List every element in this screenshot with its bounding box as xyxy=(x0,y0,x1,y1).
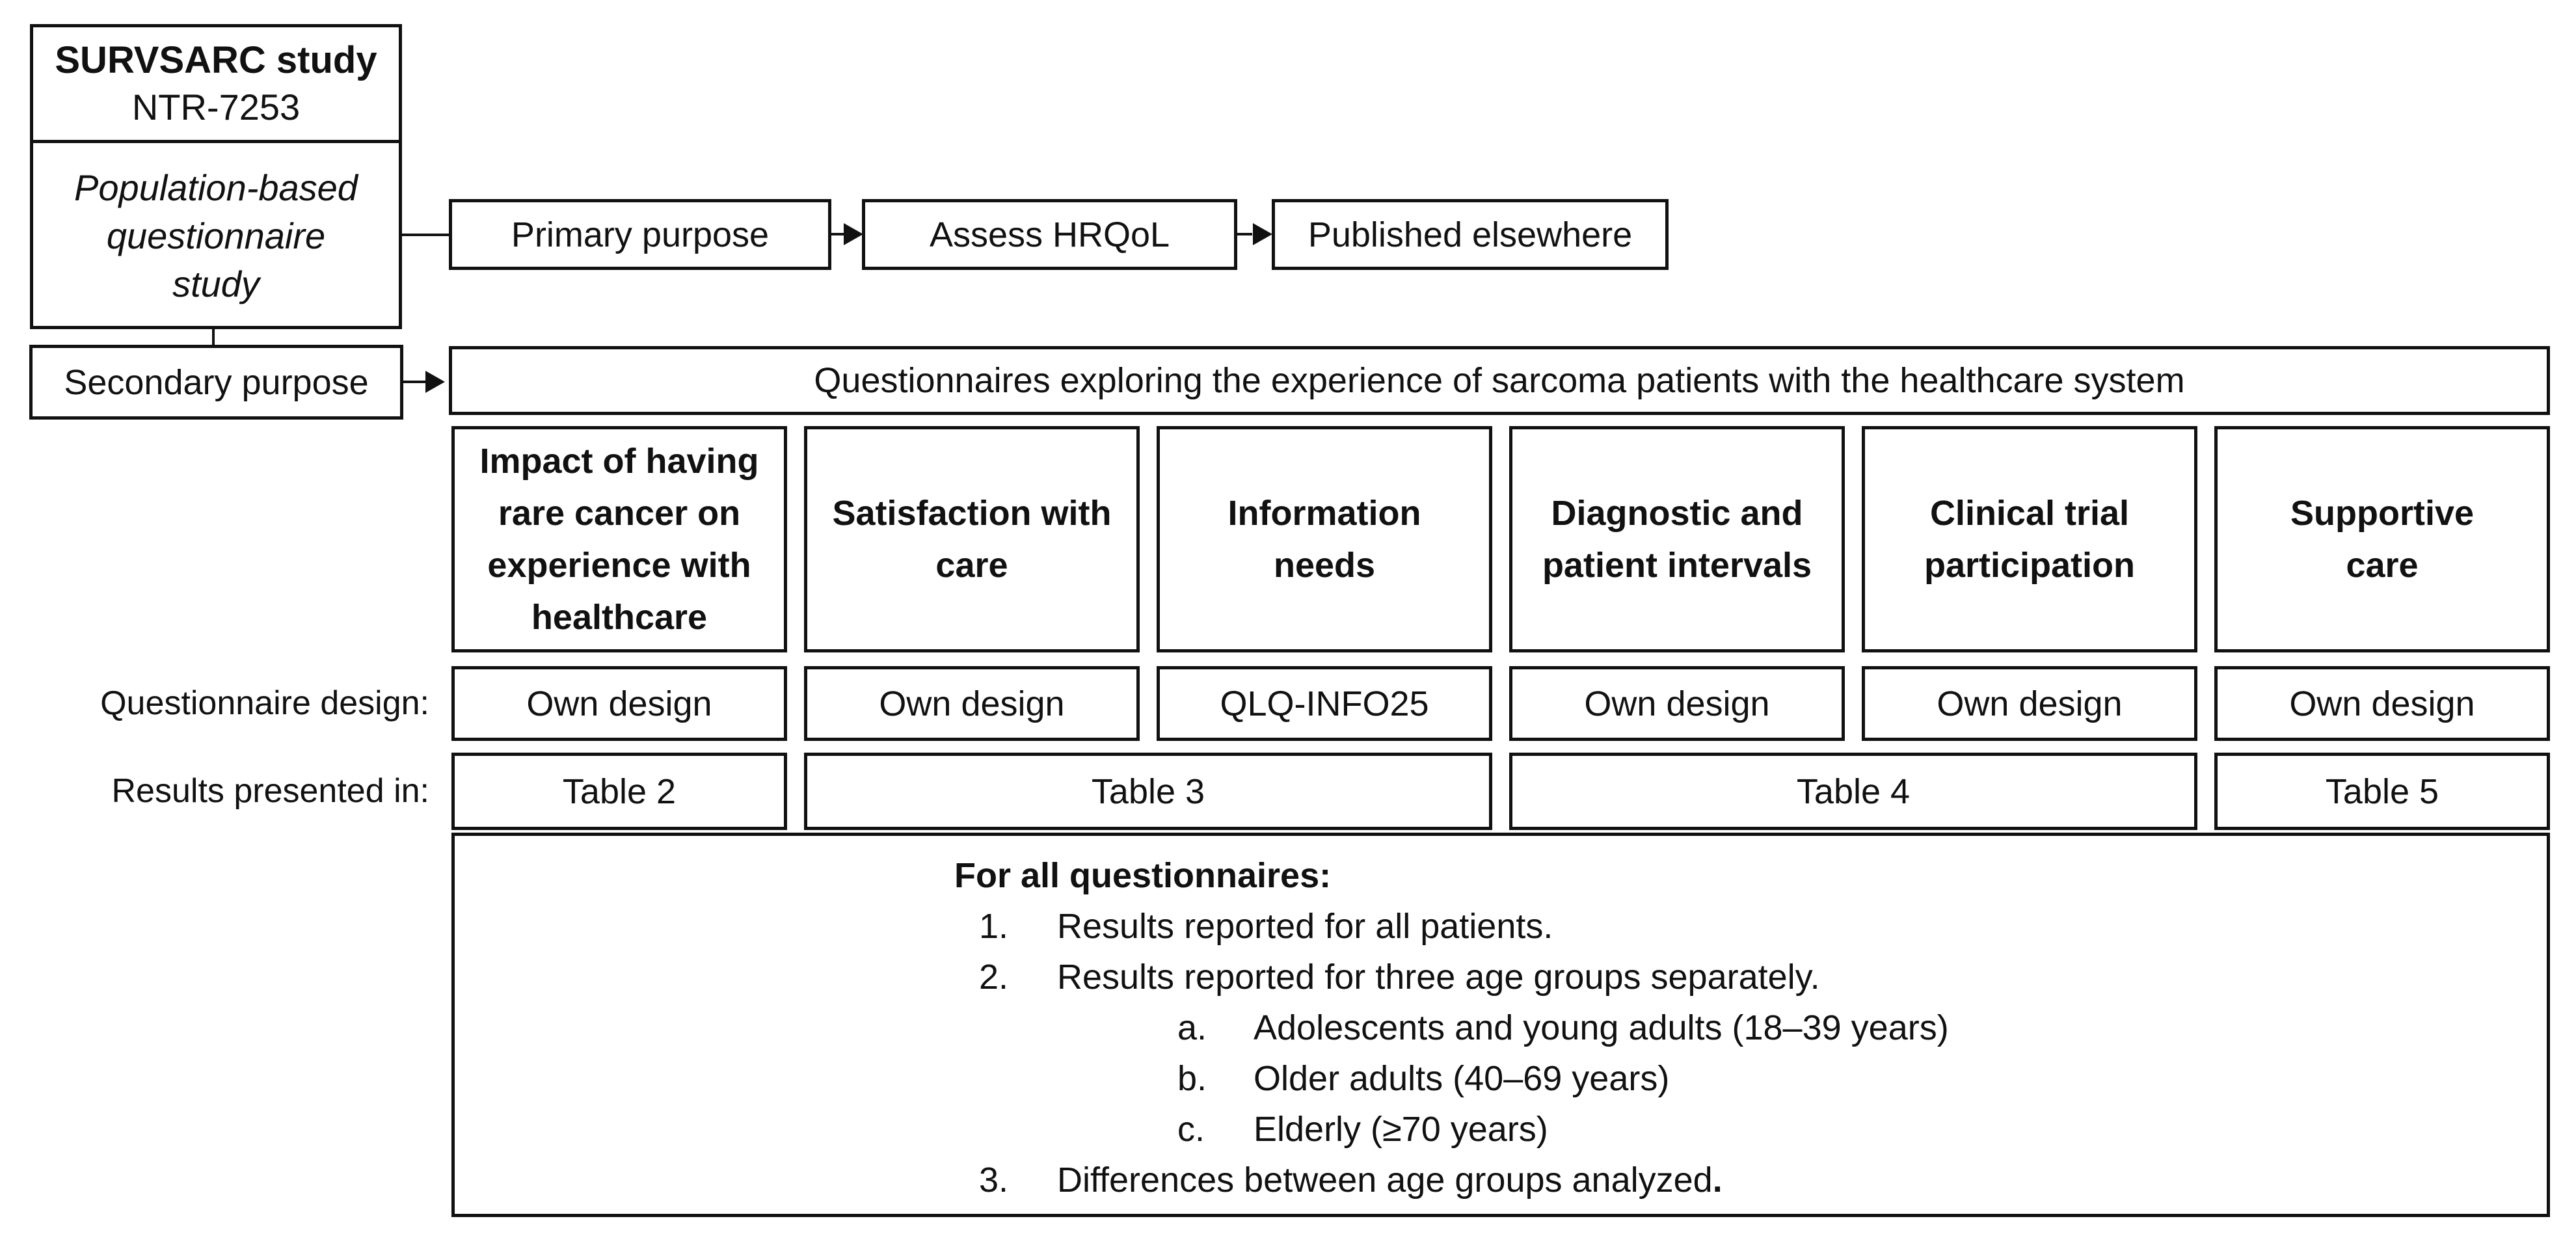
age-group-b-text: Older adults (40–69 years) xyxy=(1254,1059,1670,1098)
note-item-1: 1. Results reported for all patients. xyxy=(979,901,2547,952)
note-item-1-marker: 1. xyxy=(979,907,1009,946)
topic-box-information: Information needs xyxy=(1157,426,1492,652)
study-title: SURVSARC study xyxy=(55,38,377,81)
assess-hrqol-box: Assess HRQoL xyxy=(862,199,1237,270)
notes-box: For all questionnaires: 1. Results repor… xyxy=(451,833,2550,1217)
connector-study-to-primary xyxy=(399,234,449,236)
table-5-box: Table 5 xyxy=(2214,753,2550,830)
design-box-3: QLQ-INFO25 xyxy=(1157,666,1492,741)
study-box-header: SURVSARC study NTR-7253 xyxy=(33,27,399,143)
design-box-1: Own design xyxy=(451,666,787,741)
arrow-right-icon xyxy=(1253,223,1272,245)
table-3-box: Table 3 xyxy=(804,753,1492,830)
note-item-2-text: Results reported for three age groups se… xyxy=(1057,958,1820,997)
arrow-right-icon xyxy=(844,223,863,245)
notes-heading-row: For all questionnaires: xyxy=(455,850,2547,901)
note-item-3-bold-period: . xyxy=(1712,1160,1723,1200)
note-item-3-text: Differences between age groups analyzed. xyxy=(1057,1160,1723,1200)
arrow-right-icon xyxy=(425,371,445,393)
design-box-2: Own design xyxy=(804,666,1140,741)
age-group-b: b. Older adults (40–69 years) xyxy=(1177,1053,2547,1104)
connector-assess-to-published xyxy=(1234,233,1252,235)
age-group-c-text: Elderly (≥70 years) xyxy=(1254,1110,1548,1149)
study-type-label: Population-based questionnaire study xyxy=(74,167,358,304)
connector-primary-to-assess xyxy=(828,233,846,235)
note-item-3-marker: 3. xyxy=(979,1160,1009,1200)
secondary-description-box: Questionnaires exploring the experience … xyxy=(449,346,2550,415)
note-item-2: 2. Results reported for three age groups… xyxy=(979,952,2547,1002)
study-registry-number: NTR-7253 xyxy=(131,86,301,127)
age-group-a: a. Adolescents and young adults (18–39 y… xyxy=(1177,1002,2547,1053)
table-4-box: Table 4 xyxy=(1509,753,2197,830)
note-item-1-text: Results reported for all patients. xyxy=(1057,907,1553,946)
table-2-box: Table 2 xyxy=(451,753,787,830)
topic-box-impact: Impact of having rare cancer on experien… xyxy=(451,426,787,652)
connector-study-to-secondary xyxy=(212,327,215,347)
design-box-5: Own design xyxy=(1862,666,2197,741)
topic-box-clinical-trial: Clinical trial participation xyxy=(1862,426,2197,652)
connector-secondary-to-description xyxy=(400,381,428,383)
secondary-purpose-box: Secondary purpose xyxy=(29,345,403,420)
design-box-4: Own design xyxy=(1509,666,1845,741)
topic-box-diagnostic: Diagnostic and patient intervals xyxy=(1509,426,1845,652)
age-group-b-marker: b. xyxy=(1177,1059,1207,1098)
note-item-3: 3. Differences between age groups analyz… xyxy=(979,1155,2547,1205)
age-group-a-marker: a. xyxy=(1177,1008,1207,1047)
study-box: SURVSARC study NTR-7253 Population-based… xyxy=(30,24,402,329)
topic-box-supportive: Supportive care xyxy=(2214,426,2550,652)
primary-purpose-box: Primary purpose xyxy=(449,199,831,270)
age-group-c: c. Elderly (≥70 years) xyxy=(1177,1104,2547,1155)
note-item-2-marker: 2. xyxy=(979,958,1009,997)
results-row-label: Results presented in: xyxy=(111,772,430,810)
notes-heading: For all questionnaires: xyxy=(954,856,1332,895)
design-row-label: Questionnaire design: xyxy=(100,684,429,722)
published-elsewhere-box: Published elsewhere xyxy=(1272,199,1669,270)
age-group-c-marker: c. xyxy=(1177,1110,1205,1149)
age-group-a-text: Adolescents and young adults (18–39 year… xyxy=(1254,1008,1949,1047)
design-box-6: Own design xyxy=(2214,666,2550,741)
topic-box-satisfaction: Satisfaction with care xyxy=(804,426,1140,652)
